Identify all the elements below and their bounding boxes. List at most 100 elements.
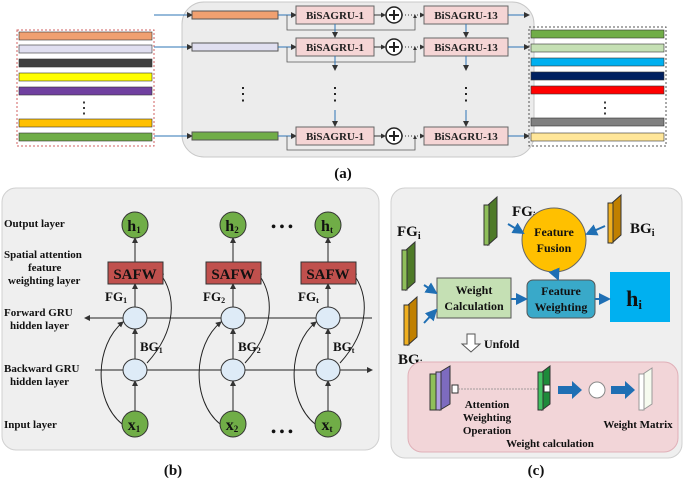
feature-fusion-label-1: Feature	[534, 225, 574, 239]
row-2-module-last-label: BiSAGRU-13	[434, 42, 498, 54]
output-bars	[530, 29, 665, 142]
weight-calculation-caption: Weight calculation	[506, 438, 594, 450]
panel-a: ⋮ ⋮ BiSAGRU-1 BiSAGRU-13 BiSAGRU-1	[16, 1, 667, 182]
panel-c: FGi BGi FGi BGi Feature Fusion Weight Ca…	[390, 187, 683, 479]
safw-block	[205, 261, 262, 285]
input-bar	[18, 132, 153, 142]
output-node-label: h1	[127, 218, 141, 235]
panel-b: Output layer Spatial attention feature w…	[1, 187, 380, 479]
bg-label: BG1	[140, 339, 163, 355]
backward-node	[122, 358, 148, 382]
feature-fusion-node	[521, 207, 587, 273]
row-n-feature	[191, 131, 279, 141]
skip-connection-1	[286, 14, 417, 31]
input-bars	[18, 31, 153, 142]
safw-label: SAFW	[113, 267, 156, 283]
input-node-label: x2	[226, 417, 239, 434]
input-bar	[18, 44, 153, 54]
forward-node	[122, 306, 148, 330]
row-1: BiSAGRU-1 BiSAGRU-13	[154, 5, 530, 25]
row-n-module-last-label: BiSAGRU-13	[434, 131, 498, 143]
input-bar	[18, 86, 153, 96]
feature-weighting-label-1: Feature	[541, 284, 581, 298]
output-bar	[530, 132, 665, 142]
input-bar	[18, 58, 153, 68]
input-node-label: xt	[322, 417, 333, 434]
attention-label-2: Weighting	[463, 412, 512, 424]
attention-label-1: Attention	[465, 399, 510, 411]
ellipsis-top: • • •	[271, 220, 293, 235]
dots-right: ⋮	[457, 84, 475, 104]
weight-calculation-label-2: Calculation	[444, 299, 504, 313]
output-node-label: ht	[321, 218, 333, 235]
caption-b: (b)	[164, 463, 182, 479]
backward-node	[220, 358, 246, 382]
label-attention-2: feature	[28, 262, 62, 274]
output-bar	[530, 85, 665, 95]
label-input-layer: Input layer	[4, 419, 57, 431]
unfold-arrow-icon	[460, 333, 482, 353]
input-node	[121, 410, 149, 438]
row-1-module-first-label: BiSAGRU-1	[306, 10, 364, 22]
label-backward-1: Backward GRU	[4, 363, 80, 375]
output-node	[219, 211, 247, 239]
input-node-label: x1	[128, 417, 141, 434]
output-bar	[530, 57, 665, 67]
row-2-module-first-label: BiSAGRU-1	[306, 42, 364, 54]
input-node	[314, 410, 342, 438]
forward-node	[315, 306, 341, 330]
row-1-feature	[191, 10, 279, 20]
weight-matrix-label: Weight Matrix	[603, 419, 673, 431]
feature-fusion-label-2: Fusion	[537, 241, 572, 255]
panel-b-background	[1, 187, 380, 451]
sigmoid-node-icon	[588, 381, 606, 399]
fg-label: FG2	[203, 289, 225, 305]
feature-weighting-label-2: Weighting	[535, 300, 588, 314]
output-node	[314, 211, 342, 239]
output-node-label: h2	[225, 218, 239, 235]
label-output-layer: Output layer	[4, 218, 65, 230]
label-attention-3: weighting layer	[8, 275, 81, 287]
label-forward-1: Forward GRU	[4, 307, 73, 319]
skip-connection-n	[286, 135, 417, 151]
output-hi-box	[610, 272, 670, 322]
dots-left: ⋮	[234, 84, 252, 104]
output-bar	[530, 117, 665, 127]
bg-top-label: BGi	[630, 221, 655, 239]
label-backward-2: hidden layer	[10, 376, 69, 388]
row-2-feature	[191, 42, 279, 52]
output-bar	[530, 71, 665, 81]
arrow-right-icon-2	[611, 381, 635, 399]
output-bar	[530, 43, 665, 53]
fg-label: FGt	[298, 289, 319, 305]
caption-c: (c)	[528, 463, 545, 479]
fg-label: FG1	[105, 289, 127, 305]
row-n: BiSAGRU-1 BiSAGRU-13	[154, 126, 530, 146]
dots-mid: ⋮	[326, 84, 344, 104]
output-node	[121, 211, 149, 239]
input-bar	[18, 118, 153, 128]
safw-block	[300, 261, 357, 285]
safw-label: SAFW	[211, 267, 254, 283]
output-hi-label: hi	[626, 286, 642, 312]
row-2: BiSAGRU-1 BiSAGRU-13	[154, 37, 530, 57]
input-bar	[18, 72, 153, 82]
output-dots: ⋮	[597, 100, 613, 117]
attention-label-3: Operation	[463, 425, 511, 437]
label-forward-2: hidden layer	[10, 320, 69, 332]
row-n-module-first-label: BiSAGRU-1	[306, 131, 364, 143]
fg-left-label: FGi	[397, 224, 421, 242]
bg-label: BG2	[238, 339, 261, 355]
weight-calculation-label-1: Weight	[456, 283, 493, 297]
safw-block	[107, 261, 164, 285]
output-bar	[530, 29, 665, 39]
safw-label: SAFW	[306, 267, 349, 283]
backward-node	[315, 358, 341, 382]
label-attention-1: Spatial attention	[4, 249, 82, 261]
bg-label: BGt	[333, 339, 355, 355]
